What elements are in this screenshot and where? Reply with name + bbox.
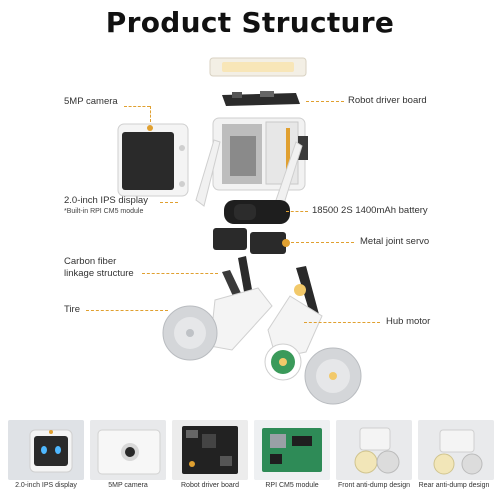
hub-leader	[304, 322, 380, 323]
battery-part	[224, 200, 290, 224]
display-module	[117, 123, 189, 197]
display-leader	[160, 202, 178, 203]
caption-rear-antidump: Rear anti-dump design	[418, 482, 490, 489]
caption-front-antidump: Front anti-dump design	[338, 482, 410, 489]
caption-display: 2.0-inch IPS display	[15, 482, 77, 489]
driver-board-thumb-image	[172, 420, 248, 480]
rear-antidump-thumb-image	[418, 420, 494, 480]
camera-leader	[124, 106, 150, 107]
right-tire	[304, 347, 362, 405]
front-antidump-thumb-image	[336, 420, 412, 480]
camera-leader-v	[150, 106, 151, 122]
board-leader	[306, 101, 344, 102]
label-carbon-line2: linkage structure	[64, 268, 134, 279]
thumb-driver-board[interactable]	[172, 420, 248, 480]
servo-leader	[286, 242, 354, 243]
thumb-camera[interactable]	[90, 420, 166, 480]
label-tire: Tire	[64, 304, 81, 315]
page-title: Product Structure	[105, 6, 395, 39]
thumb-cm5[interactable]	[254, 420, 330, 480]
label-display: 2.0-inch IPS display *Built-in RPI CM5 m…	[64, 195, 148, 216]
left-tire	[162, 305, 218, 361]
cm5-thumb-image	[254, 420, 330, 480]
caption-camera: 5MP camera	[108, 482, 148, 489]
label-display-main: 2.0-inch IPS display	[64, 195, 148, 206]
linkage-leader	[142, 273, 218, 274]
caption-driver-board: Robot driver board	[181, 482, 239, 489]
robot-exploded-view	[117, 57, 362, 405]
battery-leader	[286, 211, 308, 212]
label-servo: Metal joint servo	[360, 236, 430, 247]
tire-leader	[86, 310, 168, 311]
camera-thumb-image	[90, 420, 166, 480]
label-carbon: Carbon fiber linkage structure	[64, 256, 134, 280]
label-hub-motor: Hub motor	[386, 316, 431, 327]
display-thumb-image	[8, 420, 84, 480]
label-display-sub: *Built-in RPI CM5 module	[64, 208, 144, 215]
hub-motor-part	[264, 343, 302, 381]
thumbnail-strip	[6, 420, 494, 482]
label-driver-board: Robot driver board	[348, 95, 427, 106]
driver-board-part	[222, 91, 300, 106]
servo-part	[213, 228, 290, 254]
thumb-rear-antidump[interactable]	[418, 420, 494, 480]
thumb-front-antidump[interactable]	[336, 420, 412, 480]
caption-cm5: RPI CM5 module	[265, 482, 319, 489]
label-battery: 18500 2S 1400mAh battery	[312, 205, 428, 216]
label-carbon-line1: Carbon fiber	[64, 256, 117, 267]
thumb-display[interactable]	[8, 420, 84, 480]
top-cover	[209, 57, 307, 77]
label-camera: 5MP camera	[64, 96, 118, 107]
